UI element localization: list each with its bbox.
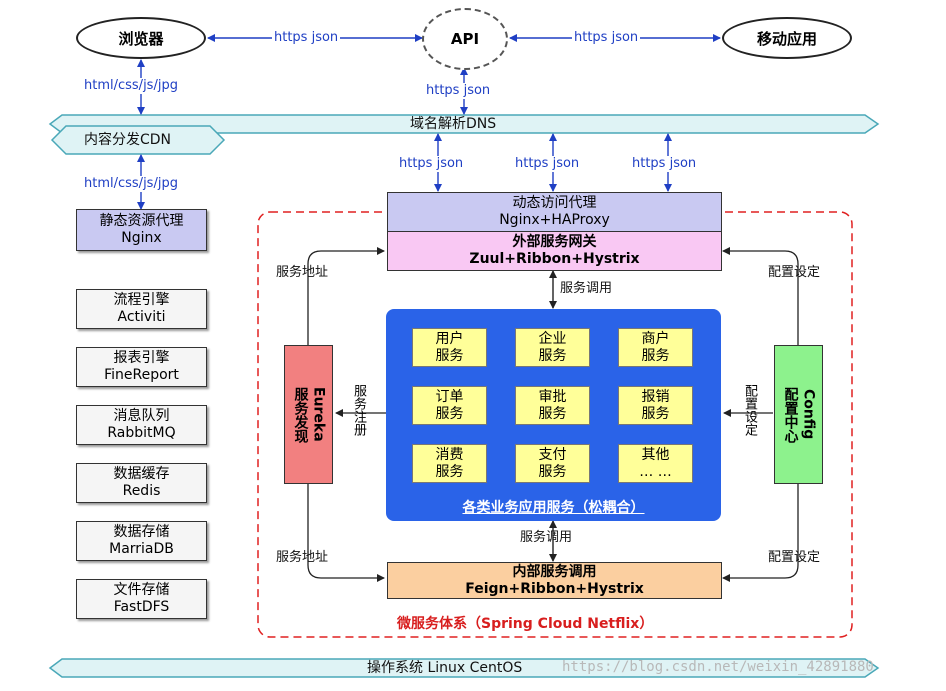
api-node: API xyxy=(422,8,508,70)
file-storage-title: 文件存储 xyxy=(113,582,170,598)
report-engine-box: 报表引擎 FineReport xyxy=(76,347,207,387)
dynamic-proxy-box: 动态访问代理 Nginx+HAProxy xyxy=(387,192,722,232)
report-engine-tech: FineReport xyxy=(104,367,179,383)
microservice-caption: 微服务体系（Spring Cloud Netflix） xyxy=(397,616,654,632)
label-config-set-bottom: 配置设定 xyxy=(768,550,821,565)
eureka-box: 服务发现 Eureka xyxy=(284,345,333,484)
internal-call-tech: Feign+Ribbon+Hystrix xyxy=(465,580,644,597)
label-api-mobile: https json xyxy=(572,30,641,46)
label-cdn-static: html/css/js/jpg xyxy=(82,176,180,192)
data-storage-title: 数据存储 xyxy=(113,524,170,540)
data-cache-tech: Redis xyxy=(122,483,161,499)
label-service-register: 服务注册 xyxy=(351,384,366,436)
report-engine-title: 报表引擎 xyxy=(113,350,170,366)
data-cache-title: 数据缓存 xyxy=(113,466,170,482)
service-user: 用户服务 xyxy=(412,328,487,367)
service-other: 其他… … xyxy=(618,444,693,483)
eureka-title: 服务发现 xyxy=(292,386,309,443)
label-api-dns: https json xyxy=(424,83,493,99)
cdn-shape xyxy=(50,125,226,155)
workflow-engine-title: 流程引擎 xyxy=(113,292,170,308)
static-proxy-tech: Nginx xyxy=(121,230,162,246)
static-proxy-box: 静态资源代理 Nginx xyxy=(76,209,207,251)
internal-call-title: 内部服务调用 xyxy=(512,563,597,580)
data-cache-box: 数据缓存 Redis xyxy=(76,463,207,503)
static-proxy-title: 静态资源代理 xyxy=(99,213,184,229)
message-queue-box: 消息队列 RabbitMQ xyxy=(76,405,207,445)
label-service-address-top: 服务地址 xyxy=(276,265,329,280)
label-browser-dns: html/css/js/jpg xyxy=(82,78,180,94)
config-tech: Config xyxy=(800,389,817,440)
microservice-boundary xyxy=(257,211,853,638)
file-storage-tech: FastDFS xyxy=(113,599,170,615)
label-service-address-bottom: 服务地址 xyxy=(276,550,329,565)
message-queue-title: 消息队列 xyxy=(113,408,170,424)
external-gateway-box: 外部服务网关 Zuul+Ribbon+Hystrix xyxy=(387,231,722,271)
eureka-tech: Eureka xyxy=(310,387,327,442)
external-gateway-tech: Zuul+Ribbon+Hystrix xyxy=(469,251,640,267)
dynamic-proxy-title: 动态访问代理 xyxy=(512,195,597,211)
service-reimbursement: 报销服务 xyxy=(618,386,693,425)
internal-call-box: 内部服务调用 Feign+Ribbon+Hystrix xyxy=(387,562,722,599)
label-dns-proxy-3: https json xyxy=(630,156,699,172)
service-merchant: 商户服务 xyxy=(618,328,693,367)
service-approval: 审批服务 xyxy=(515,386,590,425)
watermark-text: https://blog.csdn.net/weixin_42891880 xyxy=(562,659,874,675)
service-consumption: 消费服务 xyxy=(412,444,487,483)
os-label: 操作系统 Linux CentOS xyxy=(367,660,523,676)
data-storage-box: 数据存储 MarriaDB xyxy=(76,521,207,561)
dns-label: 域名解析DNS xyxy=(410,116,497,132)
config-box: 配置中心 Config xyxy=(774,345,823,484)
external-gateway-title: 外部服务网关 xyxy=(512,234,597,250)
mobile-app-node: 移动应用 xyxy=(722,17,852,59)
dns-bar xyxy=(48,114,880,134)
label-browser-api: https json xyxy=(272,30,341,46)
workflow-engine-tech: Activiti xyxy=(117,309,166,325)
browser-node: 浏览器 xyxy=(76,17,206,59)
label-gateway-service-call: 服务调用 xyxy=(560,281,613,296)
service-order: 订单服务 xyxy=(412,386,487,425)
os-bar xyxy=(48,658,880,678)
file-storage-box: 文件存储 FastDFS xyxy=(76,579,207,619)
config-title: 配置中心 xyxy=(782,386,799,443)
data-storage-tech: MarriaDB xyxy=(109,541,174,557)
workflow-engine-box: 流程引擎 Activiti xyxy=(76,289,207,329)
label-dns-proxy-1: https json xyxy=(397,156,466,172)
services-caption: 各类业务应用服务（松耦合） xyxy=(462,500,645,516)
label-config-set-top: 配置设定 xyxy=(768,265,821,280)
label-config-setting-vertical: 配置设定 xyxy=(742,384,757,436)
dynamic-proxy-tech: Nginx+HAProxy xyxy=(499,212,610,228)
label-internal-service-call: 服务调用 xyxy=(520,530,573,545)
cdn-label: 内容分发CDN xyxy=(84,132,172,148)
service-enterprise: 企业服务 xyxy=(515,328,590,367)
message-queue-tech: RabbitMQ xyxy=(107,425,176,441)
label-dns-proxy-2: https json xyxy=(513,156,582,172)
service-payment: 支付服务 xyxy=(515,444,590,483)
